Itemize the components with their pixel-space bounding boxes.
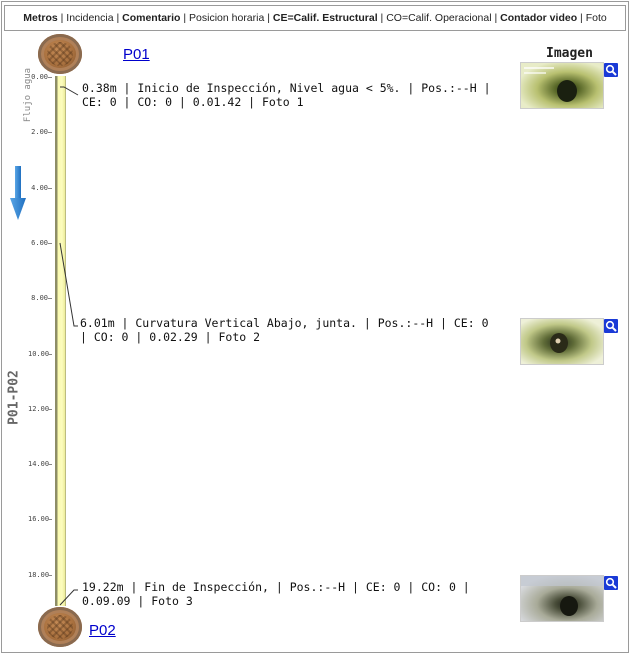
legend-item: Metros	[23, 12, 58, 24]
scale-tick-label: 16.00	[28, 515, 50, 524]
inspection-photo[interactable]	[520, 62, 604, 109]
scale-tick-mark	[48, 353, 52, 355]
scale-tick-label: 6.00	[31, 238, 48, 247]
legend-item: CE=Calif. Estructural	[272, 12, 378, 24]
legend-separator: |	[180, 12, 190, 24]
legend-separator: |	[57, 12, 67, 24]
scale-tick-label: 4.00	[31, 183, 48, 192]
scale-tick-label: 8.00	[31, 294, 48, 303]
leader-line	[60, 86, 79, 96]
scale-tick-label: 0.00	[31, 73, 48, 81]
inspection-photo[interactable]	[520, 575, 604, 622]
scale-tick-mark	[48, 187, 52, 189]
scale-tick-label: 12.00	[28, 404, 50, 413]
scale-tick-label: 10.00	[28, 349, 50, 358]
flow-arrow-icon	[10, 166, 26, 220]
legend-bar: Metros | Incidencia | Comentario | Posic…	[4, 5, 626, 31]
scale-tick-mark	[48, 574, 52, 576]
manhole-icon	[38, 34, 82, 74]
scale-tick-mark	[48, 519, 52, 521]
legend-item: Incidencia	[66, 12, 114, 24]
node-link-start[interactable]: P01	[123, 46, 150, 63]
node-link-end[interactable]: P02	[89, 622, 116, 639]
pipe-segment	[55, 76, 66, 606]
legend-separator: |	[491, 12, 501, 24]
legend-separator: |	[377, 12, 387, 24]
scale-tick-mark	[48, 298, 52, 300]
observation-text: 0.38m | Inicio de Inspección, Nivel agua…	[82, 81, 491, 109]
scale-tick-mark	[48, 77, 52, 78]
zoom-icon[interactable]	[604, 576, 618, 590]
scale-tick-mark	[48, 464, 52, 466]
leader-line	[59, 242, 78, 327]
image-column-header: Imagen	[546, 46, 593, 61]
observation-text: 19.22m | Fin de Inspección, | Pos.:--H |…	[82, 580, 470, 608]
manhole-icon	[38, 607, 82, 647]
observation-text: 6.01m | Curvatura Vertical Abajo, junta.…	[80, 316, 489, 344]
legend-separator: |	[264, 12, 273, 24]
zoom-icon[interactable]	[604, 63, 618, 77]
legend-separator: |	[113, 12, 123, 24]
inspection-photo[interactable]	[520, 318, 604, 365]
legend-separator: |	[577, 12, 586, 24]
scale-tick-mark	[48, 408, 52, 410]
scale-tick-mark	[48, 132, 52, 134]
legend-item: Foto	[585, 12, 607, 24]
legend-item: CO=Calif. Operacional	[386, 12, 492, 24]
legend-item: Comentario	[122, 12, 181, 24]
scale-tick-label: 2.00	[31, 128, 48, 137]
scale-tick-label: 14.00	[28, 460, 50, 469]
zoom-icon[interactable]	[604, 319, 618, 333]
legend-item: Contador video	[500, 12, 578, 24]
scale-tick-label: 18.00	[28, 570, 50, 579]
scale-tick-mark	[48, 242, 52, 244]
leader-line	[59, 589, 78, 606]
legend-item: Posicion horaria	[189, 12, 265, 24]
